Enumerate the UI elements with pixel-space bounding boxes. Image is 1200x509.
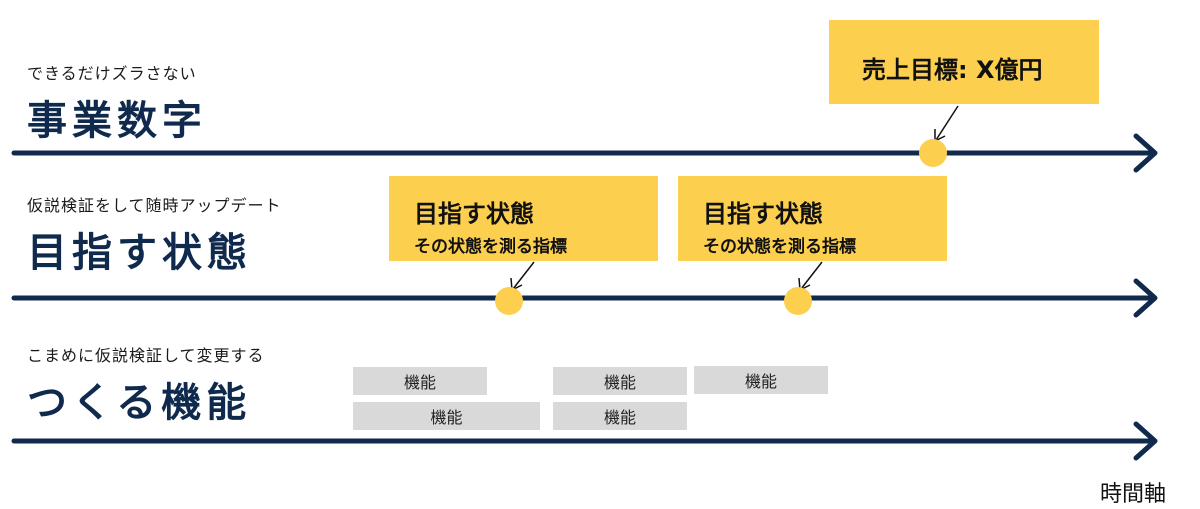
- milestone-marker-goal-1: [495, 287, 523, 315]
- feature-box: 機能: [694, 366, 828, 394]
- row-title-goal: 目指す状態: [27, 230, 252, 276]
- milestone-marker-target: [919, 139, 947, 167]
- row-subtitle-business: できるだけズラさない: [27, 64, 197, 83]
- feature-box: 機能: [353, 367, 487, 395]
- goal-box-subtitle: その状態を測る指標: [703, 237, 856, 257]
- arrowhead-3: [1133, 421, 1158, 461]
- feature-box: 機能: [553, 367, 687, 395]
- arrowhead-1: [1133, 133, 1158, 173]
- row-subtitle-goal: 仮説検証をして随時アップデート: [27, 196, 282, 215]
- pointer-goal-2: [800, 261, 823, 290]
- goal-box-2: 目指す状態 その状態を測る指標: [678, 176, 947, 261]
- goal-box-1: 目指す状態 その状態を測る指標: [389, 176, 658, 261]
- arrowhead-2: [1133, 278, 1158, 318]
- row-title-business: 事業数字: [27, 98, 207, 144]
- pointer-goal-1: [512, 261, 535, 290]
- pointer-target: [935, 105, 959, 141]
- goal-box-subtitle: その状態を測る指標: [414, 237, 567, 257]
- goal-box-title: 目指す状態: [414, 200, 534, 228]
- row-title-features: つくる機能: [27, 380, 252, 426]
- feature-box: 機能: [553, 402, 687, 430]
- goal-box-title: 目指す状態: [703, 200, 823, 228]
- row-subtitle-features: こまめに仮説検証して変更する: [27, 346, 265, 365]
- sales-target-text: 売上目標: X億円: [862, 56, 1043, 84]
- milestone-marker-goal-2: [784, 287, 812, 315]
- sales-target-box: 売上目標: X億円: [829, 20, 1099, 104]
- time-axis-label: 時間軸: [1100, 482, 1167, 507]
- feature-box: 機能: [353, 402, 540, 430]
